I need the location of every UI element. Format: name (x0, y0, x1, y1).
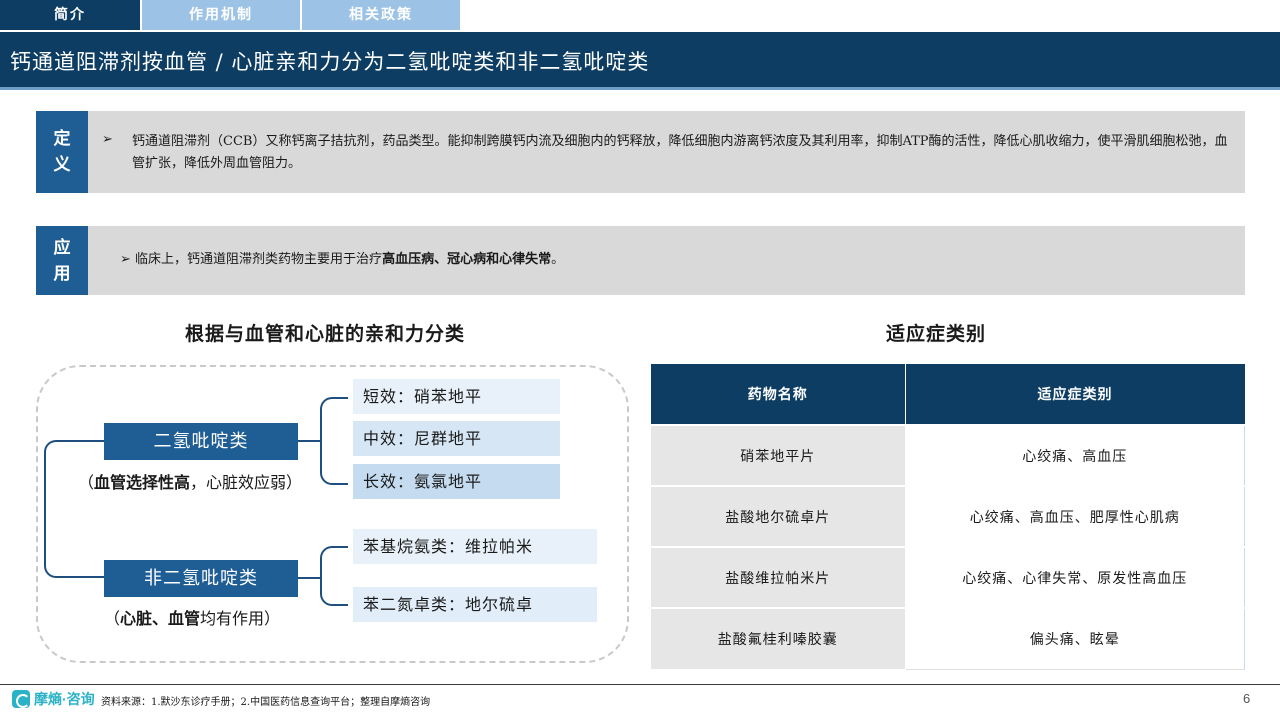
table-row: 盐酸维拉帕米片 心绞痛、心律失常、原发性高血压 (651, 546, 1245, 609)
tab-policy[interactable]: 相关政策 (302, 0, 460, 30)
dhp-bracket (320, 397, 348, 485)
application-text-suffix: 。 (551, 252, 565, 267)
table-header-indication: 适应症类别 (905, 364, 1245, 425)
bullet-arrow-icon: ➢ (120, 252, 131, 267)
class-non-dihydropyridine: 非二氢吡啶类 (104, 560, 298, 597)
leaf-benzothiazepine: 苯二氮卓类：地尔硫卓 (353, 587, 597, 622)
indications-heading: 适应症类别 (886, 323, 987, 345)
brand-logo-text: 摩熵·咨询 (34, 691, 95, 707)
source-note: 资料来源：1.默沙东诊疗手册；2.中国医药信息查询平台；整理自摩熵咨询 (101, 697, 431, 708)
definition-tag-char-2: 义 (53, 155, 71, 175)
table-cell-indication: 心绞痛、心律失常、原发性高血压 (904, 546, 1245, 609)
classification-heading: 根据与血管和心脏的亲和力分类 (185, 323, 466, 345)
definition-panel: 定 义 ➢ 钙通道阻滞剂（CCB）又称钙离子拮抗剂，药品类型。能抑制跨膜钙内流及… (36, 111, 1245, 193)
application-text: ➢ 临床上，钙通道阻滞剂类药物主要用于治疗高血压病、冠心病和心律失常。 (120, 249, 1231, 271)
class-dihydropyridine: 二氢吡啶类 (104, 423, 298, 460)
main-bracket-link-bottom (70, 576, 104, 578)
tab-mechanism[interactable]: 作用机制 (142, 0, 300, 30)
definition-text: 钙通道阻滞剂（CCB）又称钙离子拮抗剂，药品类型。能抑制跨膜钙内流及细胞内的钙释… (132, 134, 1228, 171)
table-cell-drug: 盐酸氟桂利嗪胶囊 (651, 607, 906, 669)
table-cell-indication: 心绞痛、高血压、肥厚性心肌病 (904, 485, 1245, 548)
brand-logo: 摩熵·咨询 (12, 688, 95, 710)
page-title: 钙通道阻滞剂按血管 / 心脏亲和力分为二氢吡啶类和非二氢吡啶类 (10, 50, 650, 74)
leaf-short-acting: 短效：硝苯地平 (353, 379, 560, 414)
leaf-medium-acting: 中效：尼群地平 (353, 421, 560, 456)
bullet-arrow-icon: ➢ (102, 132, 113, 147)
classification-frame (36, 365, 629, 663)
table-cell-drug: 盐酸维拉帕米片 (651, 546, 906, 608)
application-panel: 应 用 ➢ 临床上，钙通道阻滞剂类药物主要用于治疗高血压病、冠心病和心律失常。 (36, 226, 1245, 295)
non-dhp-link (298, 577, 320, 579)
table-cell-drug: 盐酸地尔硫卓片 (651, 485, 906, 547)
application-tag-char-2: 用 (53, 263, 71, 284)
table-cell-indication: 心绞痛、高血压 (904, 424, 1245, 487)
footer-divider (0, 684, 1280, 685)
table-row: 盐酸地尔硫卓片 心绞痛、高血压、肥厚性心肌病 (651, 485, 1245, 548)
application-tag: 应 用 (36, 226, 88, 295)
table-cell-drug: 硝苯地平片 (651, 424, 906, 486)
definition-tag-char-1: 定 (53, 129, 71, 149)
main-bracket-link-top (70, 440, 104, 442)
class-dihydropyridine-note: （血管选择性高，心脏效应弱） (78, 473, 303, 492)
application-tag-char-1: 应 (53, 237, 71, 258)
table-cell-indication: 偏头痛、眩晕 (904, 607, 1245, 670)
dhp-link (298, 440, 320, 442)
application-text-bold: 高血压病、冠心病和心律失常 (382, 252, 552, 267)
table-row: 硝苯地平片 心绞痛、高血压 (651, 424, 1245, 487)
leaf-phenylalkylamine: 苯基烷氨类：维拉帕米 (353, 529, 597, 564)
main-bracket (44, 440, 70, 578)
non-dhp-bracket (320, 546, 348, 606)
table-row: 盐酸氟桂利嗪胶囊 偏头痛、眩晕 (651, 607, 1245, 670)
definition-tag: 定 义 (36, 111, 88, 193)
leaf-long-acting: 长效：氨氯地平 (353, 464, 560, 499)
table-header-row: 药物名称 适应症类别 (651, 364, 1245, 425)
table-header-drug: 药物名称 (651, 364, 906, 425)
brand-logo-icon (12, 690, 30, 708)
class-non-dihydropyridine-note: （心脏、血管均有作用） (104, 609, 281, 628)
title-bar: 钙通道阻滞剂按血管 / 心脏亲和力分为二氢吡啶类和非二氢吡啶类 (0, 32, 1280, 90)
indications-table: 药物名称 适应症类别 硝苯地平片 心绞痛、高血压 盐酸地尔硫卓片 心绞痛、高血压… (651, 364, 1245, 670)
tab-intro[interactable]: 简介 (0, 0, 140, 30)
application-text-prefix: 临床上，钙通道阻滞剂类药物主要用于治疗 (135, 252, 383, 267)
top-tabs: 简介 作用机制 相关政策 (0, 0, 460, 30)
page-number: 6 (1243, 691, 1251, 706)
